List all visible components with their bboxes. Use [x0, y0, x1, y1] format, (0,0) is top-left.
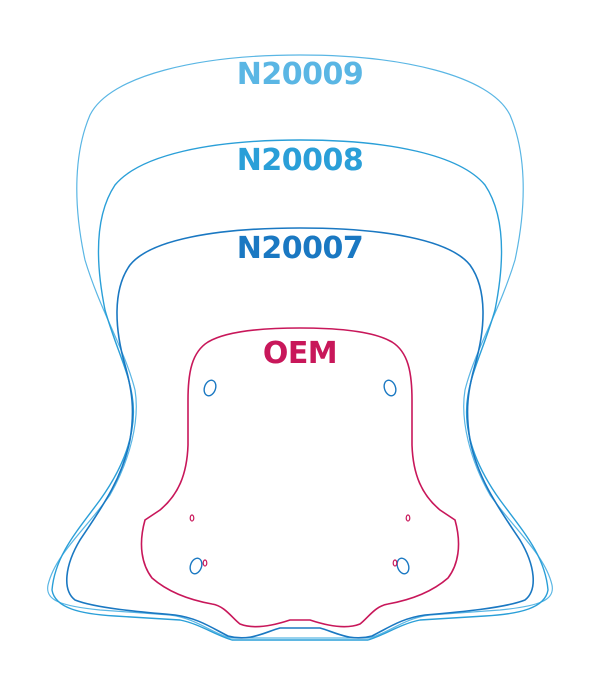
outline-n20009 — [47, 54, 553, 639]
label-n20008: N20008 — [237, 143, 363, 178]
mount-hole-icon — [396, 557, 410, 575]
small-hole-icon — [202, 559, 208, 567]
outline-oem — [140, 327, 460, 628]
small-hole-icon — [405, 514, 411, 522]
small-hole-icon — [392, 559, 398, 567]
mount-hole-icon — [189, 557, 203, 575]
label-n20007: N20007 — [237, 231, 363, 266]
small-hole-icon — [189, 514, 195, 522]
outline-n20008 — [51, 139, 549, 641]
mount-hole-icon — [383, 379, 397, 397]
mount-hole-icon — [203, 379, 217, 397]
outline-n20007 — [65, 227, 535, 639]
label-n20009: N20009 — [237, 57, 363, 92]
label-oem: OEM — [263, 336, 337, 371]
